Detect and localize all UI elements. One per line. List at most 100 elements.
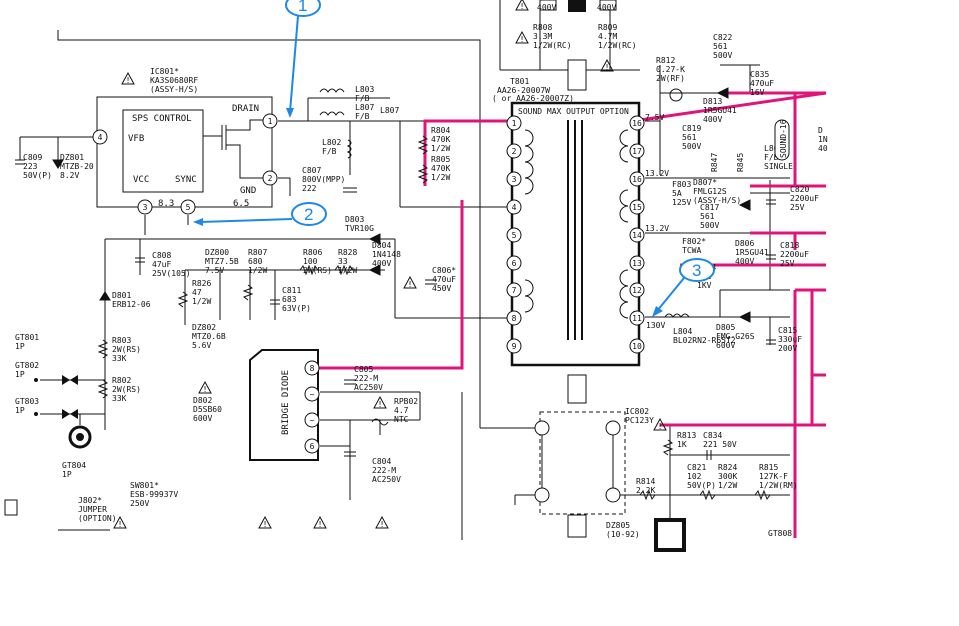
warning-mark: ! xyxy=(658,422,663,431)
component-dz800-line: MTZ7.5B xyxy=(205,257,239,266)
warning-icon: ! xyxy=(121,71,135,85)
right-component-21: GT808 xyxy=(768,529,792,538)
bridge-diode-label: BRIDGE DIODE xyxy=(281,370,291,435)
terminal-3-line: GT804 xyxy=(62,461,86,470)
component-r805-line: R805 xyxy=(431,155,450,164)
component-r806-line: R806 xyxy=(303,248,322,257)
right-component-17-line: 1/2W xyxy=(718,481,737,490)
terminal-1-line: 1P xyxy=(15,370,25,379)
tx-right-pin-15-3-number: 15 xyxy=(632,203,642,212)
tx-right-pin-12-6: 12 xyxy=(629,282,645,298)
transformer-voltage-130: 130V xyxy=(646,321,665,330)
ic801-part: KA3S0680RF xyxy=(150,76,198,85)
component-d801-line: ERB12-06 xyxy=(112,300,151,309)
component-c806-line: 470uF xyxy=(432,275,456,284)
tx-right-pin-15-3: 15 xyxy=(629,199,645,215)
tx-right-pin-16-0: 16 xyxy=(629,115,645,131)
right-component-12-line: 200V xyxy=(778,344,797,353)
tx-right-pin-17-1-number: 17 xyxy=(632,147,642,156)
tx-right-pin-16-2-number: 16 xyxy=(632,175,642,184)
component-l803-line: L807 xyxy=(355,103,374,112)
right-component-4-line: 2200uF xyxy=(790,194,819,203)
tx-right-pin-10-8: 10 xyxy=(629,338,645,354)
component-dz802-line: MTZ0.6B xyxy=(192,332,226,341)
tx-right-pin-12-6-number: 12 xyxy=(632,286,642,295)
right-component-3-line: SINGLE xyxy=(764,162,793,171)
component-d803-line: D803 xyxy=(345,215,364,224)
component-labels: C80922350V(P)DZ801MTZB-208.2VC80847uF25V… xyxy=(15,3,819,539)
component-c807-line: 800V(MPP) xyxy=(302,175,345,184)
right-component-17-line: 300K xyxy=(718,472,737,481)
right-component-0-line: 561 xyxy=(682,133,697,142)
sound-16-label: SOUND-16 xyxy=(774,119,790,161)
tx-right-pin-17-1: 17 xyxy=(629,143,645,159)
terminal-1-line: GT802 xyxy=(15,361,39,370)
ic801-pin-2-number: 2 xyxy=(268,174,273,183)
top-component-2-line: R808 xyxy=(533,23,552,32)
right-component-5-line: 561 xyxy=(700,212,715,221)
right-component-17-line: R824 xyxy=(718,463,737,472)
component-c811-line: C811 xyxy=(282,286,301,295)
component-r804-line: 470K xyxy=(431,135,450,144)
ic801-pin-5: 5 xyxy=(180,199,196,215)
transformer-header: SOUND MAX OUTPUT OPTION xyxy=(518,107,629,116)
warning-mark: ! xyxy=(520,2,525,11)
misc-r845: R845 xyxy=(736,153,745,172)
component-rpb02-line: RPB02 xyxy=(394,397,418,406)
tx-left-pin-5-4-number: 5 xyxy=(512,231,517,240)
right-component-19-line: 2.2K xyxy=(636,486,655,495)
misc-l807: L807 xyxy=(380,106,399,115)
callouts: 1 2 3 xyxy=(193,0,715,317)
right-component-18-line: R815 xyxy=(759,463,778,472)
tx-left-pin-6-5-number: 6 xyxy=(512,259,517,268)
right-component-1-line: 125V xyxy=(672,198,691,207)
component-c809-line: C809 xyxy=(23,153,42,162)
right-component-14-line: 1K xyxy=(677,440,687,449)
warning-mark: ! xyxy=(520,35,525,44)
callout-3-label: 3 xyxy=(692,261,701,280)
misc-r847: R847 xyxy=(710,153,719,172)
tx-left-pin-3-2-number: 3 xyxy=(512,175,517,184)
right-component-1-line: 5A xyxy=(672,189,682,198)
component-rpb02-line: 4.7 xyxy=(394,406,409,415)
right-component-21-line: GT808 xyxy=(768,529,792,538)
ic801-voltage-vcc: 8.3 xyxy=(158,199,174,209)
top-component-1-line: 400V xyxy=(597,3,616,12)
warning-icon: ! xyxy=(375,515,389,529)
right-component-15-line: C834 xyxy=(703,431,722,440)
bridge-pin-3-number: 6 xyxy=(310,442,315,451)
right-component-8-line: C818 xyxy=(780,241,799,250)
callout-1: 1 xyxy=(285,0,321,118)
tx-left-pin-9-8: 9 xyxy=(506,338,522,354)
opto-pin-2 xyxy=(534,487,550,503)
warning-mark: ! xyxy=(203,385,208,394)
ic801-pin-1: 1 xyxy=(262,113,278,129)
right-component-13-line: IC802 xyxy=(625,407,649,416)
misc-40: 40 xyxy=(818,144,828,153)
component-r803-line: 33K xyxy=(112,354,127,363)
tx-left-pin-6-5: 6 xyxy=(506,255,522,271)
warning-icon: ! xyxy=(515,0,529,11)
bridge-pin-2-number: ~ xyxy=(310,416,315,425)
top-component-4-line: 0.27-K xyxy=(656,65,685,74)
tx-left-pin-4-3: 4 xyxy=(506,199,522,215)
ic801-pin-4-number: 4 xyxy=(98,133,103,142)
ic801-block-label: SPS CONTROL xyxy=(132,114,192,124)
top-component-1: 400V xyxy=(597,3,616,12)
misc-d: D xyxy=(818,126,823,135)
ic801-note: (ASSY-H/S) xyxy=(150,85,198,94)
